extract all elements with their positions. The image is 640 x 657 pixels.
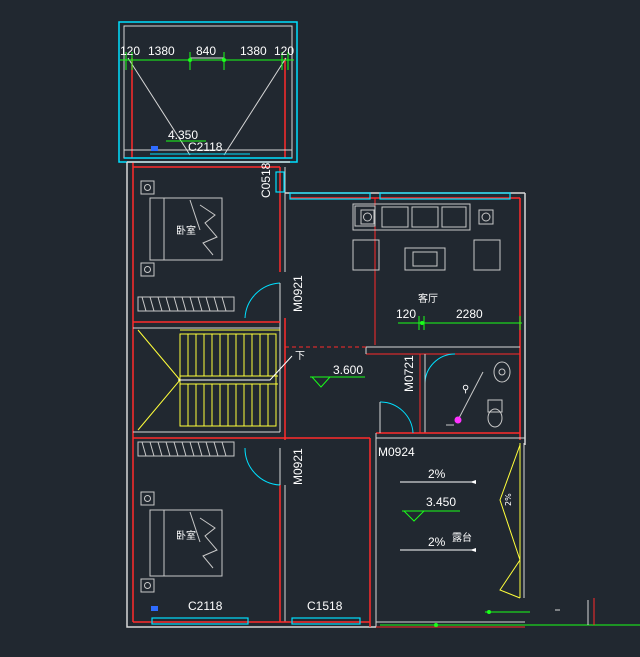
window-label-bottom-bedroom: C2118: [188, 599, 223, 613]
dim-top-1380-left: 1380: [148, 44, 175, 58]
bottom-bedroom-bed: [140, 491, 223, 593]
elevation-floor: 3.600: [333, 363, 363, 377]
terrace-slope-top: [400, 480, 476, 484]
door-label-bottom-bedroom: M0921: [291, 448, 305, 485]
dim-living-120: 120: [396, 307, 416, 321]
terrace-door-swing: [379, 401, 414, 434]
top-wardrobe: [137, 296, 235, 312]
window-label-bottom-corridor: C1518: [307, 599, 343, 613]
bathroom-fixtures: [446, 361, 511, 428]
elevation-balcony-top: 4.350: [168, 128, 198, 142]
stair-arrow: [178, 355, 293, 381]
bathroom-door-swing: [424, 353, 456, 385]
stair-down-label: 下: [295, 351, 305, 362]
dim-top-1380-right: 1380: [240, 44, 267, 58]
door-swing-bottom-bedroom: [244, 447, 281, 486]
terrace-elevation-mark: [402, 510, 460, 522]
room-label-terrace: 露台: [452, 531, 472, 544]
living-dimension: [398, 316, 522, 330]
living-room-sofa-set: [352, 203, 501, 271]
svg-text:2%: 2%: [504, 493, 513, 506]
bottom-wardrobe: [137, 441, 235, 457]
top-dimension-chain: 120 1380 840 1380 120: [120, 44, 294, 70]
dim-living-2280: 2280: [456, 307, 483, 321]
window-label-top-bedroom: C2118: [188, 140, 223, 154]
bottom-right-dimension: [380, 598, 640, 627]
dim-top-120-right: 120: [274, 44, 294, 58]
window-label-side-small: C0518: [259, 162, 273, 198]
dim-top-120-left: 120: [120, 44, 140, 58]
door-label-top-bedroom: M0921: [291, 275, 305, 312]
door-swing-top-bedroom: [244, 282, 281, 319]
windows: [151, 171, 511, 625]
room-label-bedroom-top: 卧室: [176, 224, 196, 237]
slope-terrace-top: 2%: [428, 467, 446, 481]
elevation-terrace: 3.450: [426, 495, 456, 509]
terrace-railing: 2%: [499, 443, 525, 599]
slope-terrace-bottom: 2%: [428, 535, 446, 549]
floor-elevation-mark: [310, 376, 365, 388]
terrace-slope-bottom: [400, 548, 476, 552]
door-label-terrace: M0924: [378, 445, 415, 459]
room-label-bedroom-bottom: 卧室: [176, 529, 196, 542]
dim-top-840: 840: [196, 44, 216, 58]
door-label-bathroom: M0721: [402, 355, 416, 392]
shower-icon: ⚲: [462, 384, 469, 395]
top-bedroom-bed: [140, 180, 223, 277]
room-label-living: 客厅: [418, 292, 438, 305]
